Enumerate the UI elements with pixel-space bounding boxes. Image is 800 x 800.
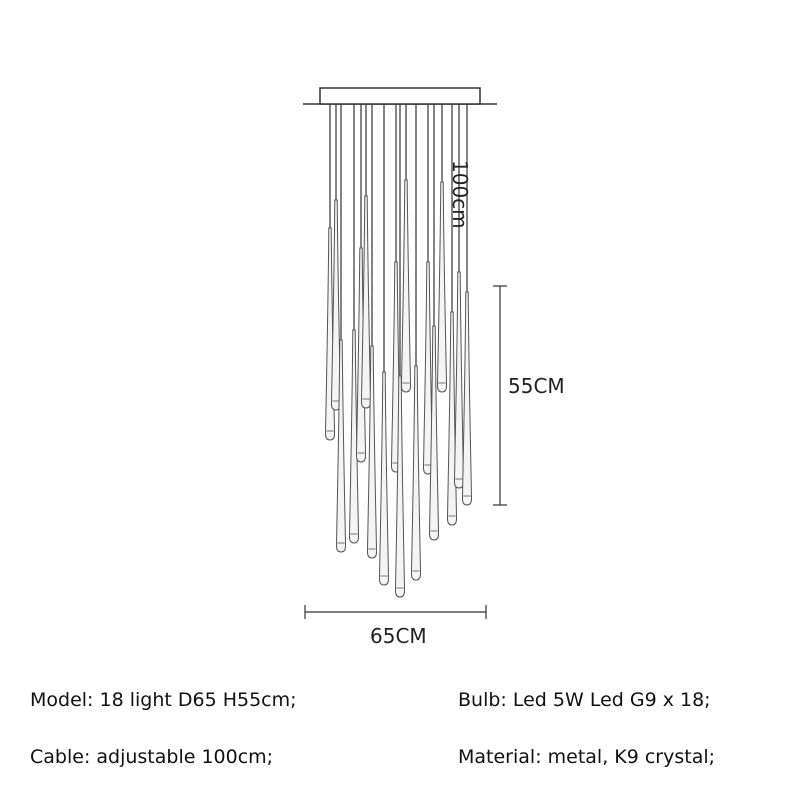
pendant-light [453, 104, 465, 489]
crystal-tube [378, 371, 390, 586]
pendant-light [400, 104, 412, 393]
height-label: 55CM [508, 374, 565, 398]
chandelier-diagram [303, 87, 507, 619]
crystal-tube [360, 195, 372, 409]
height-dimension-line [493, 285, 507, 506]
width-dimension-line [304, 605, 487, 619]
pendant-light [436, 104, 448, 393]
pendant-light [422, 104, 434, 475]
crystal-tube [330, 199, 342, 411]
spec-material: Material: metal, K9 crystal; [458, 746, 716, 768]
crystal-tube [453, 271, 465, 489]
crystal-tube [410, 365, 422, 581]
spec-bulb: Bulb: Led 5W Led G9 x 18; [458, 689, 711, 711]
pendant-group [324, 104, 473, 598]
crystal-tube [436, 181, 448, 393]
width-label: 65CM [370, 624, 427, 648]
pendant-light [348, 104, 360, 544]
pendant-light [378, 104, 390, 586]
spec-model: Model: 18 light D65 H55cm; [30, 689, 297, 711]
pendant-light [360, 104, 372, 409]
crystal-tube [394, 375, 406, 598]
crystal-tube [366, 345, 378, 559]
crystal-tube [400, 179, 412, 393]
pendant-light [461, 104, 473, 506]
pendant-light [394, 104, 406, 598]
pendant-light [410, 104, 422, 581]
cable-length-label: 100cm [448, 160, 472, 229]
crystal-tube [422, 261, 434, 475]
pendant-light [335, 104, 347, 553]
ceiling-canopy [303, 87, 497, 105]
crystal-tube [335, 339, 347, 553]
spec-cable: Cable: adjustable 100cm; [30, 746, 274, 768]
pendant-light [330, 104, 342, 411]
pendant-light [428, 104, 440, 541]
crystal-tube [461, 291, 473, 506]
crystal-tube [428, 325, 440, 541]
pendant-light [366, 104, 378, 559]
crystal-tube [446, 311, 458, 526]
